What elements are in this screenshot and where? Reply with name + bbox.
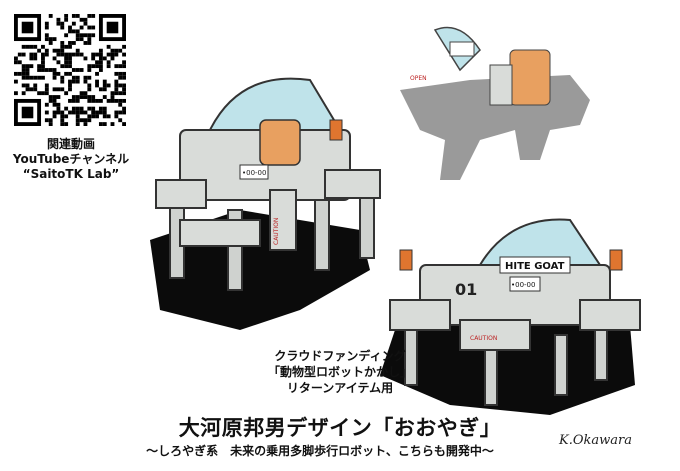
caption-line-3: リターンアイテム用 (286, 381, 394, 395)
side-number: 01 (455, 280, 477, 299)
nameplate: HITE GOAT (505, 261, 565, 272)
caption-line-1: クラウドファンディング (274, 349, 406, 363)
caption-line-2: 「動物型ロボットかかし」 (267, 365, 412, 379)
open-label: OPEN (410, 75, 427, 82)
robot-illustration-main: CAUTION •00-00 (150, 77, 381, 330)
plate-rear: •00-00 (511, 281, 535, 289)
page-title: 大河原邦男デザイン「おおやぎ」 (178, 416, 502, 440)
qr-code (14, 14, 126, 126)
caution-label-main: CAUTION (273, 218, 280, 245)
related-video-label: 関連動画 (46, 137, 95, 151)
youtube-channel-label: YouTubeチャンネル (12, 152, 130, 166)
robot-illustration-rear: HITE GOAT •00-00 01 CAUTION (380, 218, 641, 415)
page-subtitle: 〜しろやぎ系 未来の乗用多脚歩行ロボット、こちらも開発中〜 (146, 444, 494, 458)
caution-label-rear: CAUTION (470, 335, 497, 342)
robot-illustration-open: OPEN (400, 26, 590, 180)
artist-signature: K.Okawara (559, 433, 632, 448)
plate-main: •00-00 (242, 169, 266, 177)
channel-name: “SaitoTK Lab” (22, 167, 120, 181)
